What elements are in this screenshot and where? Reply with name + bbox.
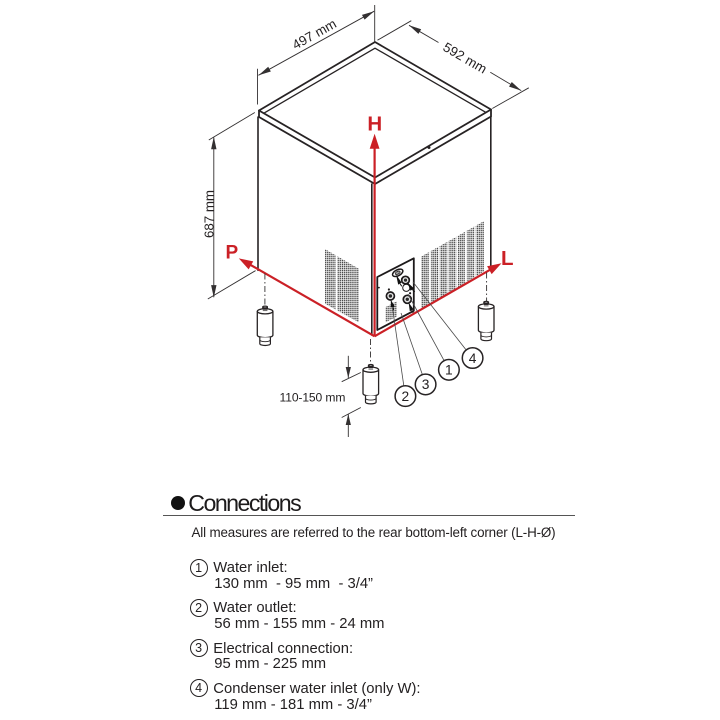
svg-text:1: 1 [445, 363, 453, 378]
svg-text:592 mm: 592 mm [440, 39, 489, 76]
svg-text:3: 3 [422, 377, 430, 392]
svg-text:L: L [501, 247, 514, 270]
svg-text:687 mm: 687 mm [202, 190, 217, 238]
svg-text:4: 4 [469, 351, 477, 366]
svg-text:2: 2 [402, 389, 410, 404]
svg-text:P: P [225, 243, 238, 264]
svg-text:H: H [367, 113, 382, 136]
svg-text:497 mm: 497 mm [290, 16, 339, 52]
svg-text:110-150 mm: 110-150 mm [280, 391, 346, 405]
